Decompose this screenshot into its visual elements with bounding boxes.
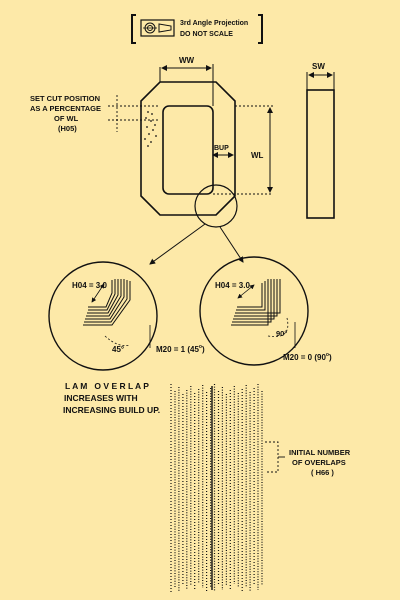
initial-line-1: INITIAL NUMBER (289, 448, 351, 457)
title-block: 3rd Angle Projection DO NOT SCALE (131, 14, 263, 44)
initial-line-3: ( H66 ) (311, 468, 334, 477)
sw-label: SW (312, 62, 325, 71)
bup-label: BUP (214, 145, 229, 152)
bup-dimension: BUP (212, 145, 234, 158)
lam-overlap-note: L A M O V E R L A P INCREASES WITH INCRE… (63, 381, 160, 415)
right-m20-label: M20 = 0 (90o) (283, 352, 332, 362)
scale-note: DO NOT SCALE (180, 31, 233, 38)
left-h04-label: H04 = 3.0 (72, 281, 107, 290)
initial-overlaps-bracket: INITIAL NUMBER OF OVERLAPS ( H66 ) (265, 441, 351, 477)
right-angle-label: 90° (276, 329, 287, 338)
wl-label: WL (251, 151, 264, 160)
lamination-stack (170, 384, 263, 592)
cut-note-line-2: AS A PERCENTAGE (30, 104, 101, 113)
detail-left: H04 = 3.0 45° M20 = 1 (45o) (48, 261, 205, 371)
cut-note-line-1: SET CUT POSITION (30, 94, 100, 103)
initial-line-2: OF OVERLAPS (292, 458, 346, 467)
left-angle-label: 45° (112, 345, 124, 354)
overlap-45-laminations (83, 279, 131, 326)
cut-note-line-3: OF WL (54, 114, 79, 123)
lam-note-line-2: INCREASES WITH (64, 393, 138, 403)
ww-dimension: WW (159, 56, 214, 106)
right-h04-label: H04 = 3.0 (215, 281, 250, 290)
lam-note-line-3: INCREASING BUILD UP. (63, 405, 160, 415)
detail-callout (149, 184, 244, 265)
overlap-90-laminations (231, 279, 281, 326)
projection-label: 3rd Angle Projection (180, 20, 248, 27)
wl-dimension: WL (213, 105, 273, 195)
projection-symbol-icon (140, 19, 175, 37)
side-view: SW (306, 62, 335, 219)
detail-right: H04 = 3.0 90° M20 = 0 (90o) (199, 256, 332, 366)
ww-label: WW (179, 56, 195, 65)
lam-note-line-1: L A M O V E R L A P (65, 381, 149, 391)
left-m20-label: M20 = 1 (45o) (156, 344, 205, 354)
cut-position-note: SET CUT POSITION AS A PERCENTAGE OF WL (… (30, 94, 160, 147)
cut-note-line-4: (H05) (58, 124, 77, 133)
cut-position-dots (144, 111, 157, 147)
front-view (140, 81, 236, 216)
